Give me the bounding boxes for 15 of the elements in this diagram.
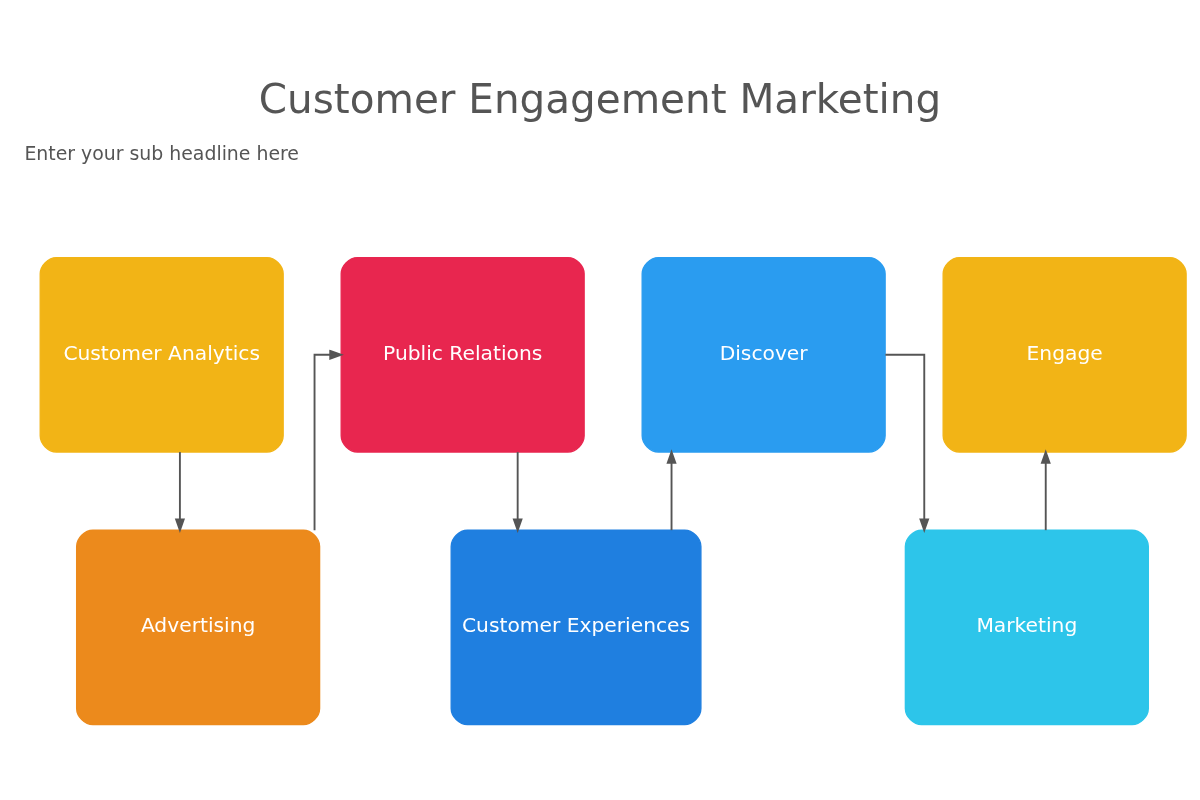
node-box: Public Relations xyxy=(340,256,585,453)
node-box: Discover xyxy=(641,256,886,453)
node-box: Customer Analytics xyxy=(39,256,284,453)
node-box: Marketing xyxy=(904,529,1149,726)
arrow xyxy=(884,353,930,533)
diagram-title: Customer Engagement Marketing xyxy=(258,75,942,124)
node-box: Customer Experiences xyxy=(450,529,702,726)
node-box: Advertising xyxy=(76,529,321,726)
arrow xyxy=(313,349,344,532)
arrow xyxy=(666,449,677,532)
arrow xyxy=(512,451,523,534)
arrow xyxy=(1040,449,1051,532)
node-box: Engage xyxy=(942,256,1187,453)
arrow xyxy=(174,451,186,534)
label: Enter your sub headline here xyxy=(24,142,299,165)
